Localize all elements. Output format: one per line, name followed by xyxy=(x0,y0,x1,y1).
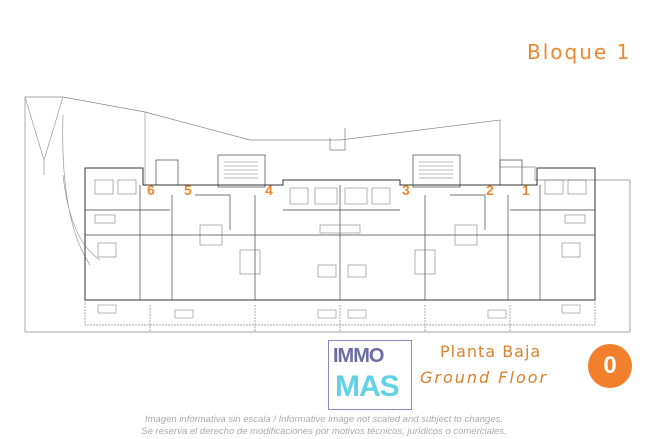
unit-label: 6 xyxy=(147,182,155,198)
logo-text-immo: IMMO xyxy=(333,345,384,367)
unit-label: 2 xyxy=(486,182,494,198)
unit-label: 1 xyxy=(522,182,530,198)
disclaimer-line-2: Se reserva el derecho de modificaciones … xyxy=(141,426,507,437)
floor-number-badge: 0 xyxy=(588,344,632,388)
stair-core xyxy=(217,154,266,188)
block-title: Bloque 1 xyxy=(527,40,632,64)
unit-label: 4 xyxy=(265,182,273,198)
terrace-furniture xyxy=(97,304,581,319)
terraces xyxy=(84,300,596,332)
logo-text-mas: MAS xyxy=(335,370,400,403)
access-ramp xyxy=(24,96,64,175)
unit-label: 3 xyxy=(402,182,410,198)
floor-name-es: Planta Baja xyxy=(440,342,542,361)
stair-steps xyxy=(224,161,453,179)
north-recess xyxy=(329,128,346,151)
ramp-curve xyxy=(62,114,101,266)
floor-name-en: Ground Floor xyxy=(420,368,549,387)
disclaimer-line-1: Imagen informativa sin escala / Informat… xyxy=(144,414,504,425)
lift-core xyxy=(155,159,179,186)
unit-walls xyxy=(85,185,595,300)
site-outline xyxy=(24,96,631,333)
unit-label: 5 xyxy=(184,182,192,198)
watermark-logo: IMMO MAS xyxy=(328,340,412,410)
stair-core xyxy=(412,154,461,188)
lift-core xyxy=(499,159,523,186)
furniture xyxy=(94,179,587,278)
